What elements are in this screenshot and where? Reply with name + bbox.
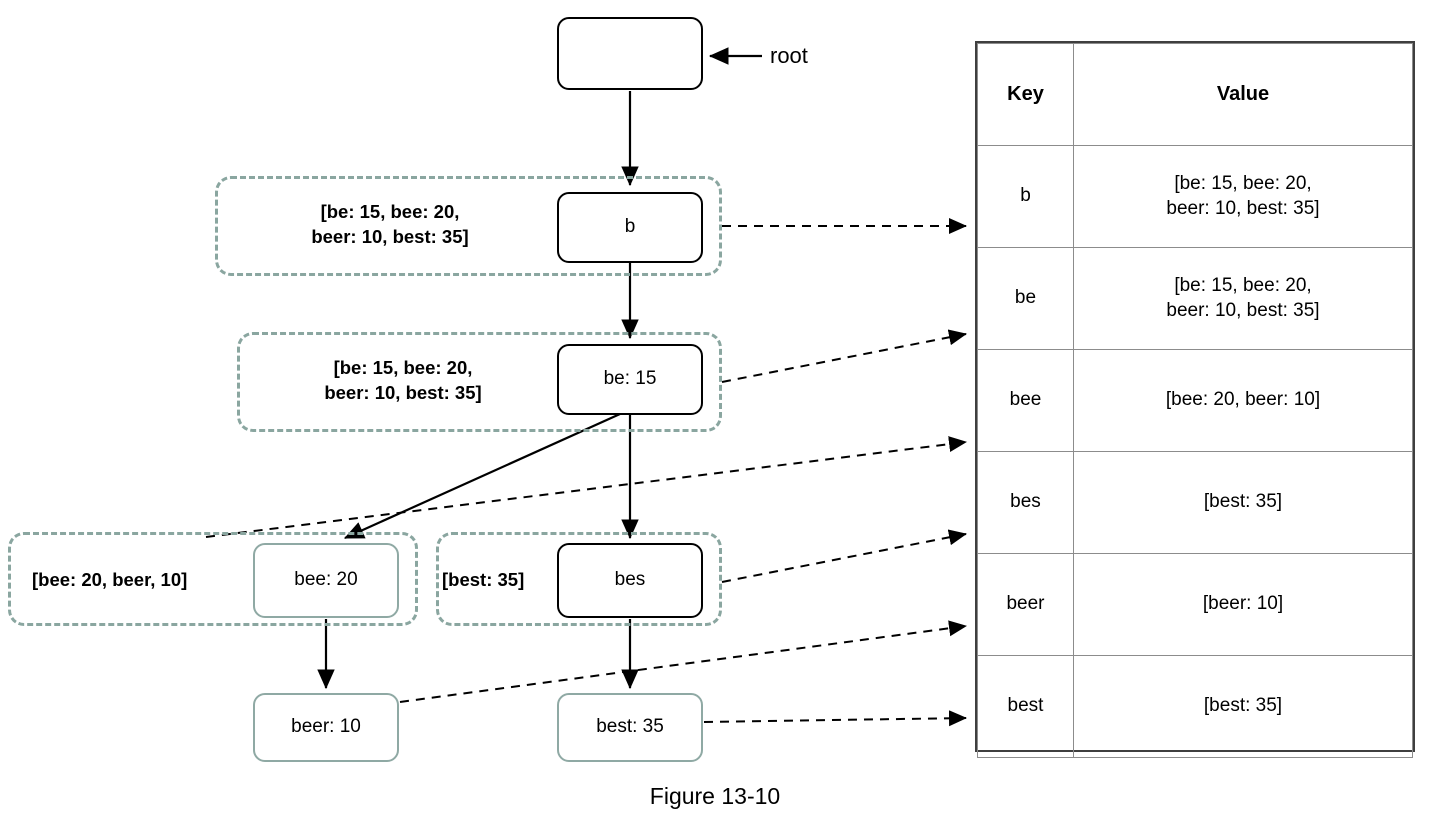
figure-caption: Figure 13-10 xyxy=(649,783,781,809)
maparrow-beer-to-row-beer xyxy=(399,620,967,703)
edge-be-to-bee xyxy=(343,412,621,540)
table-cell-key-beer: beer xyxy=(977,553,1074,656)
tree-node-bes[interactable]: bes xyxy=(557,543,703,618)
tree-node-b-label: b xyxy=(624,216,636,238)
table-header-value: Value xyxy=(1073,43,1413,146)
table-row[interactable]: be [be: 15, bee: 20, beer: 10, best: 35] xyxy=(977,247,1413,350)
table-header-row: Key Value xyxy=(977,43,1413,146)
table-row[interactable]: b [be: 15, bee: 20, beer: 10, best: 35] xyxy=(977,145,1413,248)
tree-node-b[interactable]: b xyxy=(557,192,703,263)
table-row[interactable]: beer [beer: 10] xyxy=(977,553,1413,656)
tree-node-bee-label: bee: 20 xyxy=(294,569,358,591)
table-cell-key-be: be xyxy=(977,247,1074,350)
table-header-key: Key xyxy=(977,43,1074,146)
maparrow-annot-be-to-row-be xyxy=(721,329,967,383)
tree-node-best-label: best: 35 xyxy=(596,716,664,738)
table-cell-key-bee: bee xyxy=(977,349,1074,452)
tree-node-bee[interactable]: bee: 20 xyxy=(253,543,399,618)
tree-node-bes-label: bes xyxy=(614,569,646,591)
maparrow-annot-bes-to-row-bes xyxy=(721,529,967,583)
tree-node-beer-label: beer: 10 xyxy=(291,716,361,738)
table-cell-key-b: b xyxy=(977,145,1074,248)
annotation-bee: [bee: 20, beer, 10] xyxy=(32,569,188,590)
table-cell-value-best: [best: 35] xyxy=(1073,655,1413,758)
table-row[interactable]: best [best: 35] xyxy=(977,655,1413,758)
table-cell-value-bee: [bee: 20, beer: 10] xyxy=(1073,349,1413,452)
maparrow-best-to-row-best xyxy=(703,710,967,727)
annotation-bes: [best: 35] xyxy=(442,569,525,590)
table-row[interactable]: bes [best: 35] xyxy=(977,451,1413,554)
table-cell-value-bes: [best: 35] xyxy=(1073,451,1413,554)
tree-node-root[interactable] xyxy=(557,17,703,90)
tree-node-be[interactable]: be: 15 xyxy=(557,344,703,415)
key-value-table: Key Value b [be: 15, bee: 20, beer: 10, … xyxy=(975,41,1415,758)
table-row[interactable]: bee [bee: 20, beer: 10] xyxy=(977,349,1413,452)
table-cell-key-best: best xyxy=(977,655,1074,758)
table-cell-key-bes: bes xyxy=(977,451,1074,554)
annotation-b: [be: 15, bee: 20, beer: 10, best: 35] xyxy=(311,201,469,247)
tree-node-best[interactable]: best: 35 xyxy=(557,693,703,762)
table-cell-value-be: [be: 15, bee: 20, beer: 10, best: 35] xyxy=(1073,247,1413,350)
annotation-be: [be: 15, bee: 20, beer: 10, best: 35] xyxy=(324,357,482,403)
maparrow-annot-bee-to-row-bee xyxy=(205,436,967,538)
tree-node-be-label: be: 15 xyxy=(603,368,657,390)
table-cell-value-b: [be: 15, bee: 20, beer: 10, best: 35] xyxy=(1073,145,1413,248)
dashed-group-b xyxy=(215,176,722,276)
root-pointer-label: root xyxy=(770,43,808,68)
tree-node-beer[interactable]: beer: 10 xyxy=(253,693,399,762)
table-cell-value-beer: [beer: 10] xyxy=(1073,553,1413,656)
